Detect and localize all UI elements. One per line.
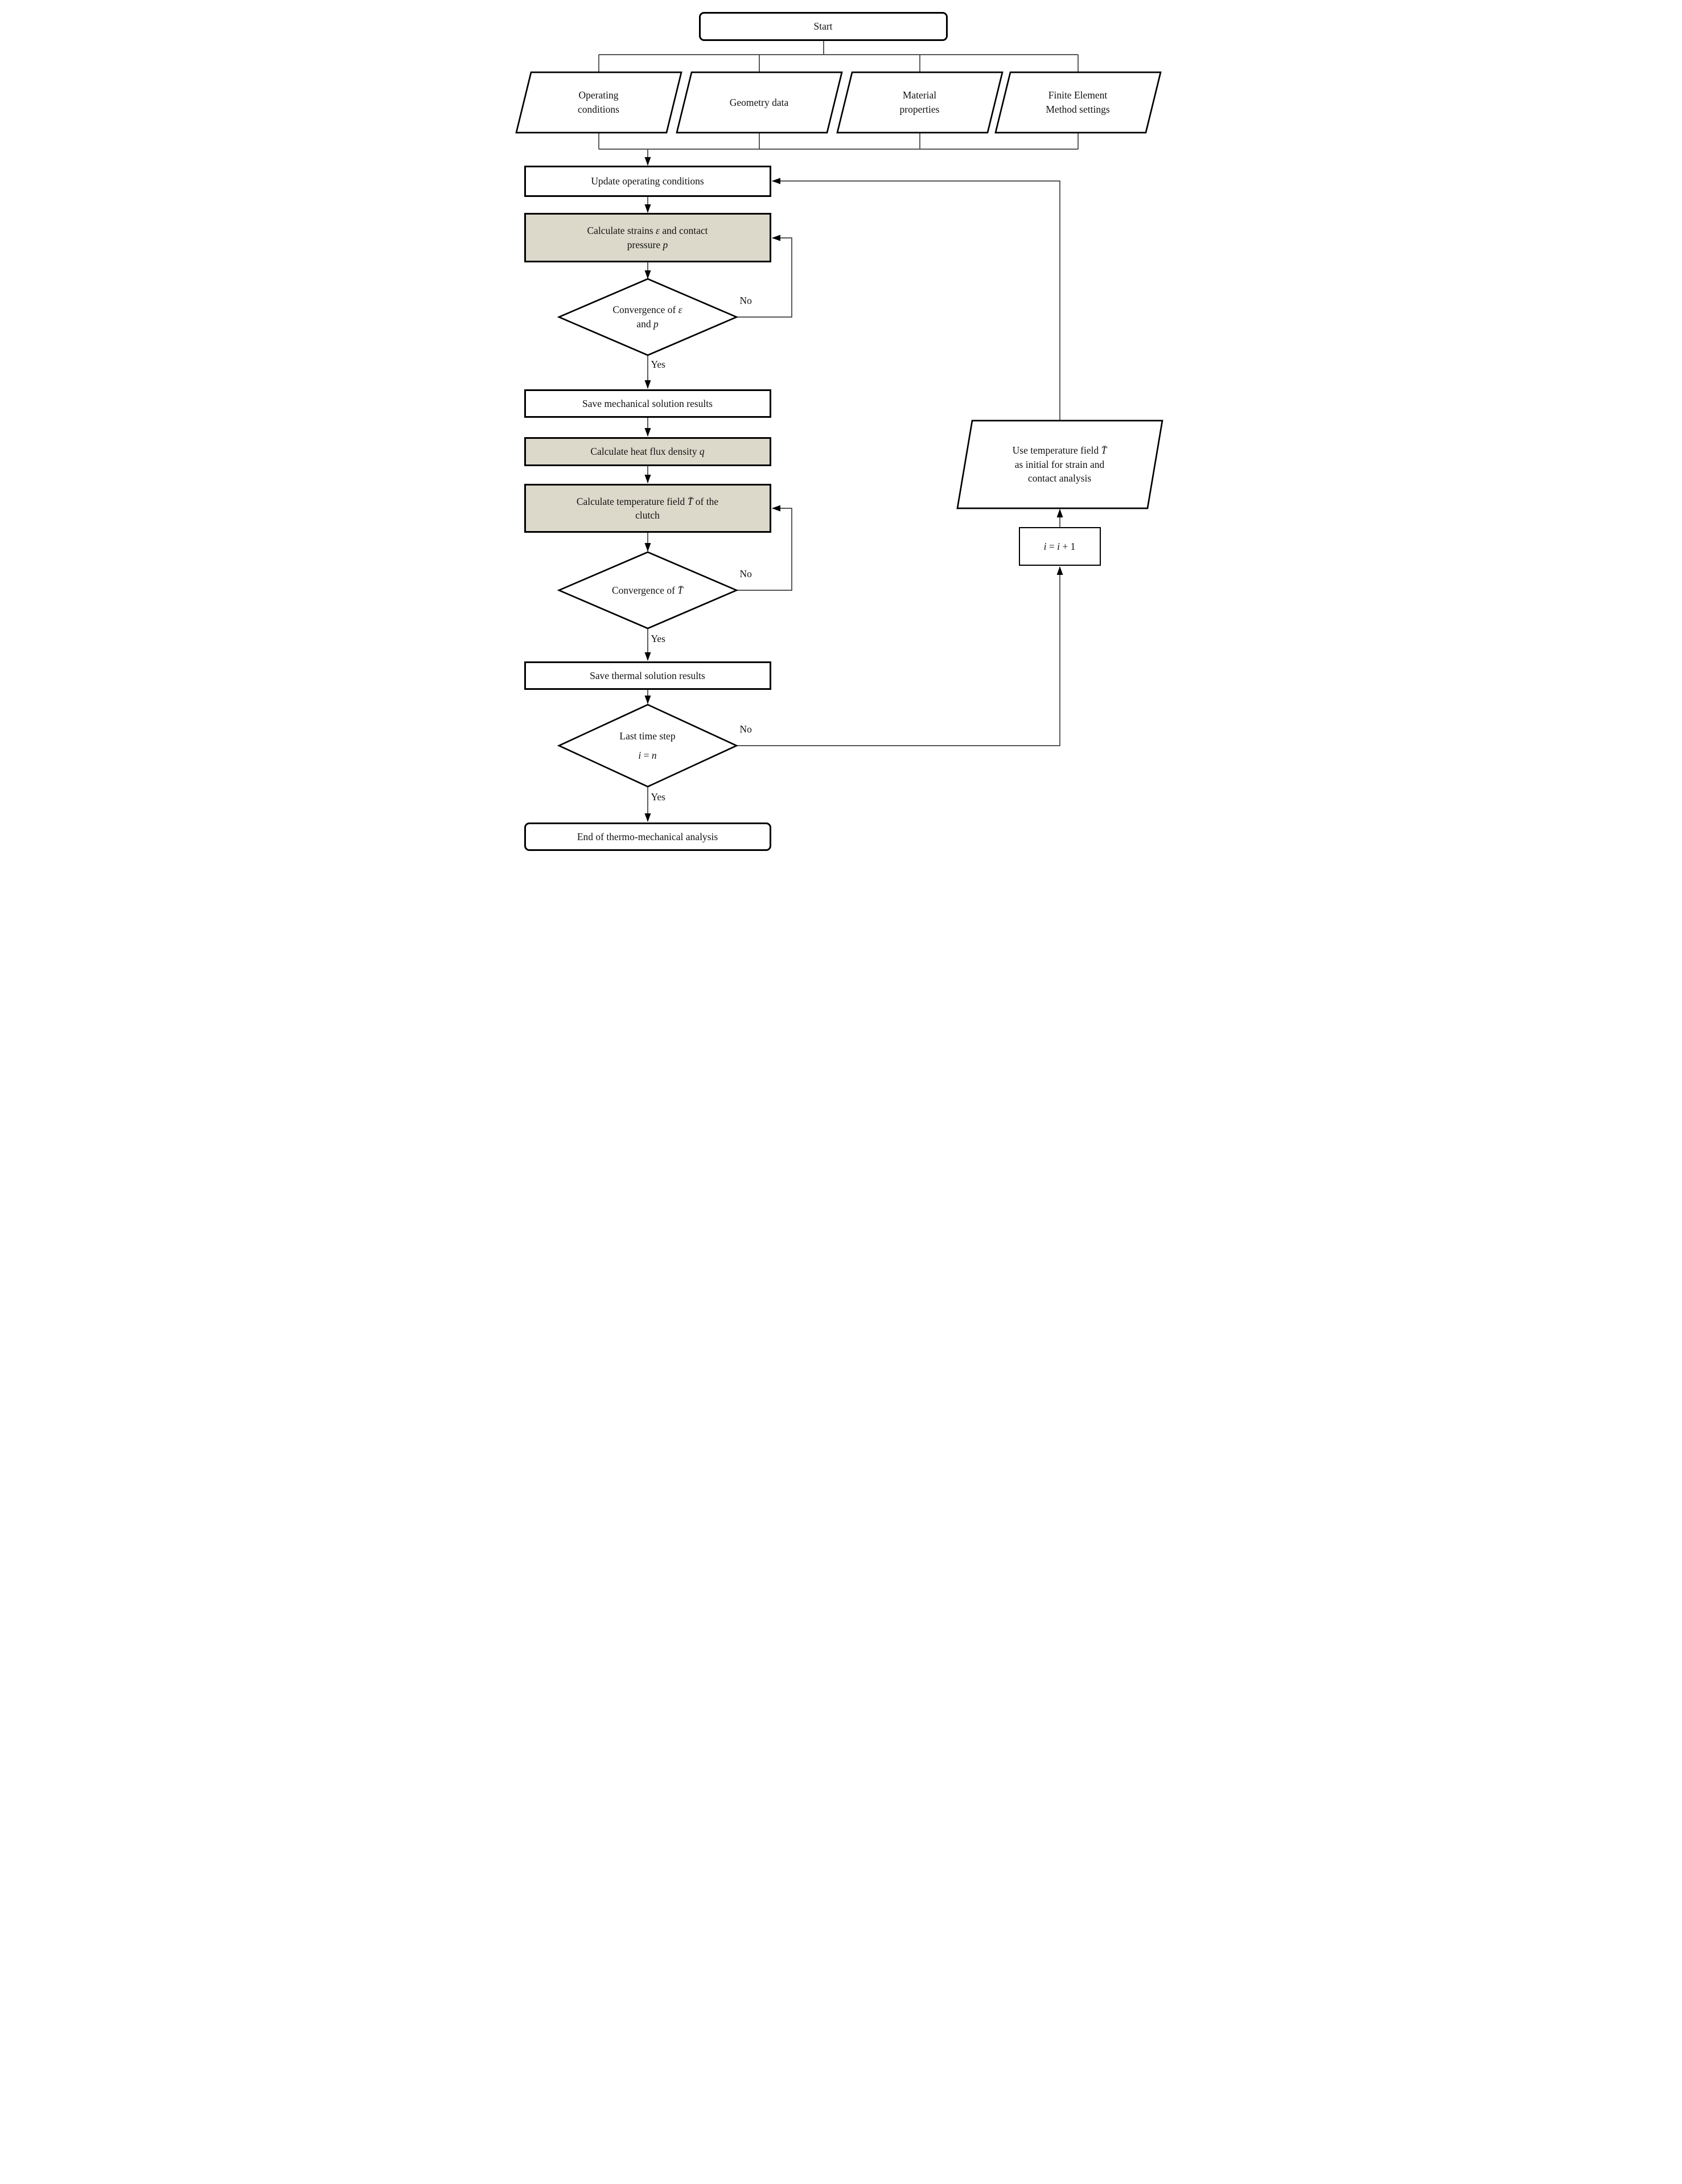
conv1-line1: Convergence of ε xyxy=(612,303,682,317)
conv2-text: Convergence of xyxy=(611,584,678,596)
conv2-temperature-symbol: T̄ xyxy=(677,584,684,596)
calc-strains-line1: Calculate strains ε and contact xyxy=(587,224,708,238)
use-temperature-field-shape xyxy=(956,419,1163,509)
calc-strains-text: Calculate strains xyxy=(587,225,656,236)
temperature-symbol: T̄ xyxy=(687,495,693,507)
decision-convergence-strain-label: Convergence of ε and p xyxy=(579,293,716,341)
equals-text: = xyxy=(1046,540,1058,552)
last-step-line1: Last time step xyxy=(619,729,675,743)
calc-strains-line2: pressure p xyxy=(627,238,668,252)
save-mechanical-label: Save mechanical solution results xyxy=(582,397,713,409)
last-step-n-symbol: n xyxy=(651,749,657,761)
operating-conditions-text: Operating conditions xyxy=(578,89,619,115)
last-step-no-label: No xyxy=(739,723,752,735)
process-calculate-strains: Calculate strains ε and contact pressure… xyxy=(524,213,771,262)
pressure-symbol: p xyxy=(663,238,668,250)
increment-line: i = i + 1 xyxy=(1044,540,1076,554)
process-save-thermal-results: Save thermal solution results xyxy=(524,661,771,690)
arrow-conv1-no-loop xyxy=(736,235,792,318)
input-geometry-data-label: Geometry data xyxy=(691,76,828,129)
epsilon-symbol: ε xyxy=(656,225,660,236)
conv1-yes-label: Yes xyxy=(651,359,665,370)
last-step-yes-label: Yes xyxy=(651,791,665,803)
use-temp-line2: as initial for strain and xyxy=(1015,458,1104,472)
input-material-properties-label: Material properties xyxy=(863,76,977,129)
use-temp-temperature-symbol: T̄ xyxy=(1101,444,1107,456)
decision-convergence-temp-label: Convergence of T̄ xyxy=(579,578,716,603)
conv1-epsilon-symbol: ε xyxy=(678,304,682,316)
geometry-data-text: Geometry data xyxy=(729,96,789,108)
use-temp-text2: as initial for strain and xyxy=(1014,458,1105,470)
calc-strains-text3: pressure xyxy=(627,238,663,250)
conv1-line2: and p xyxy=(636,317,658,331)
flowchart-canvas: Start Update operating conditions Calcul… xyxy=(504,0,1178,874)
input-operating-conditions-label: Operating conditions xyxy=(542,76,656,129)
arrow-feedback-to-update xyxy=(771,178,1060,421)
process-calculate-heat-flux: Calculate heat flux density q xyxy=(524,437,771,466)
heat-flux-text: Calculate heat flux density xyxy=(590,446,700,458)
heat-flux-line: Calculate heat flux density q xyxy=(590,445,704,459)
process-increment-step: i = i + 1 xyxy=(1018,527,1101,566)
i-symbol-2: i xyxy=(1057,540,1060,552)
start-node: Start xyxy=(698,12,948,41)
material-properties-text: Material properties xyxy=(899,89,940,115)
end-node: End of thermo-mechanical analysis xyxy=(524,822,771,851)
use-temp-text: Use temperature field xyxy=(1012,444,1101,456)
arrow-laststep-no-loop xyxy=(736,566,1063,746)
calc-strains-text2: and contact xyxy=(659,225,708,236)
conv2-no-label: No xyxy=(739,568,752,579)
process-update-operating-conditions: Update operating conditions xyxy=(524,166,771,197)
last-step-text: Last time step xyxy=(619,730,676,742)
temp-field-line1: Calculate temperature field T̄ of the xyxy=(577,495,718,509)
use-temperature-field-label: Use temperature field T̄ as initial for … xyxy=(974,431,1145,497)
use-temp-text3: contact analysis xyxy=(1027,472,1092,484)
input-material-properties-shape xyxy=(836,71,1004,134)
decision-last-time-step-label: Last time step i = n xyxy=(579,719,716,772)
input-fem-settings-shape xyxy=(994,71,1162,134)
decision-convergence-temp-shape xyxy=(557,551,738,630)
arrow-conv2-no-loop xyxy=(736,505,792,591)
temp-field-text2: of the xyxy=(693,495,719,507)
input-fem-settings-label: Finite Element Method settings xyxy=(1021,76,1135,129)
temp-field-line2: clutch xyxy=(635,508,660,523)
i-symbol: i xyxy=(1043,540,1047,552)
process-save-mechanical-results: Save mechanical solution results xyxy=(524,389,771,418)
conv1-no-label: No xyxy=(739,295,752,306)
flowchart-lines-layer xyxy=(515,41,1163,822)
input-geometry-data-shape xyxy=(675,71,843,134)
conv1-text2: and xyxy=(636,318,653,330)
last-step-line2: i = n xyxy=(638,748,656,763)
update-label: Update operating conditions xyxy=(591,175,704,187)
conv2-yes-label: Yes xyxy=(651,633,665,644)
heat-flux-symbol: q xyxy=(699,446,705,458)
temp-field-text3: clutch xyxy=(635,509,660,521)
last-step-equals: = xyxy=(641,749,652,761)
start-label: Start xyxy=(813,20,833,32)
decision-convergence-strain-shape xyxy=(557,278,738,356)
conv2-line: Convergence of T̄ xyxy=(612,583,683,598)
conv1-pressure-symbol: p xyxy=(653,318,659,330)
use-temp-line3: contact analysis xyxy=(1028,471,1091,486)
temp-field-text: Calculate temperature field xyxy=(576,495,688,507)
input-operating-conditions-shape xyxy=(515,71,682,134)
end-label: End of thermo-mechanical analysis xyxy=(577,830,718,842)
plus-one-text: + 1 xyxy=(1060,540,1076,552)
save-thermal-label: Save thermal solution results xyxy=(590,669,705,681)
decision-last-time-step-shape xyxy=(557,704,738,788)
last-step-i-symbol: i xyxy=(638,749,641,761)
use-temp-line1: Use temperature field T̄ xyxy=(1013,443,1107,458)
process-calculate-temperature-field: Calculate temperature field T̄ of the cl… xyxy=(524,484,771,533)
conv1-text: Convergence of xyxy=(612,304,678,316)
fem-settings-text: Finite Element Method settings xyxy=(1046,89,1110,115)
